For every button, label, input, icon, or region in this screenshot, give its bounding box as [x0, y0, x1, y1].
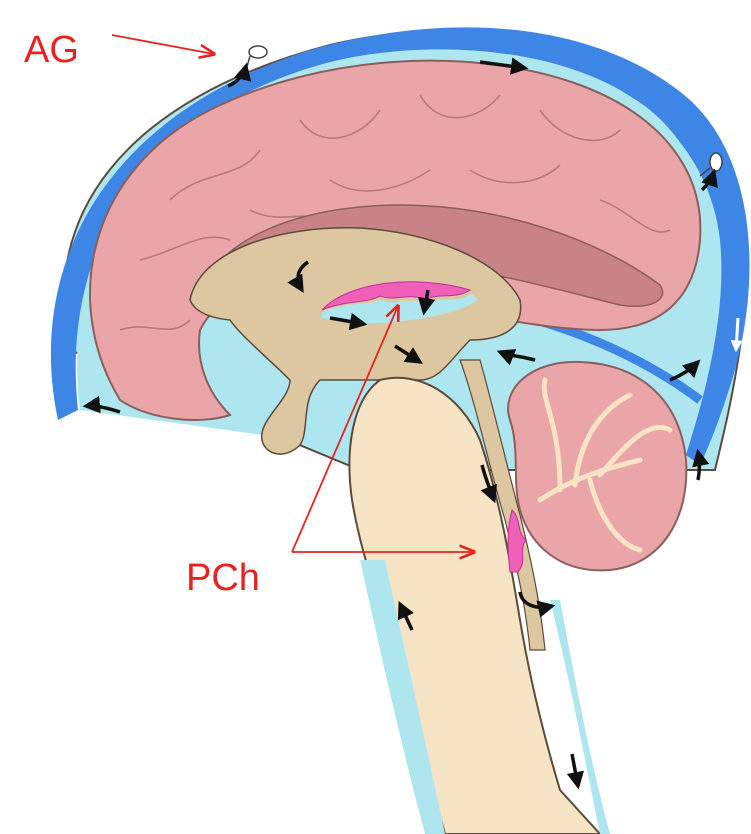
white-arrow-icon	[272, 44, 296, 50]
ag-leader-arrow	[112, 35, 214, 54]
arrow-icon	[698, 452, 700, 480]
white-arrow-icon	[736, 318, 738, 350]
pch-label: PCh	[186, 557, 260, 599]
ag-label: AG	[24, 29, 79, 71]
arrow-icon	[572, 754, 578, 786]
